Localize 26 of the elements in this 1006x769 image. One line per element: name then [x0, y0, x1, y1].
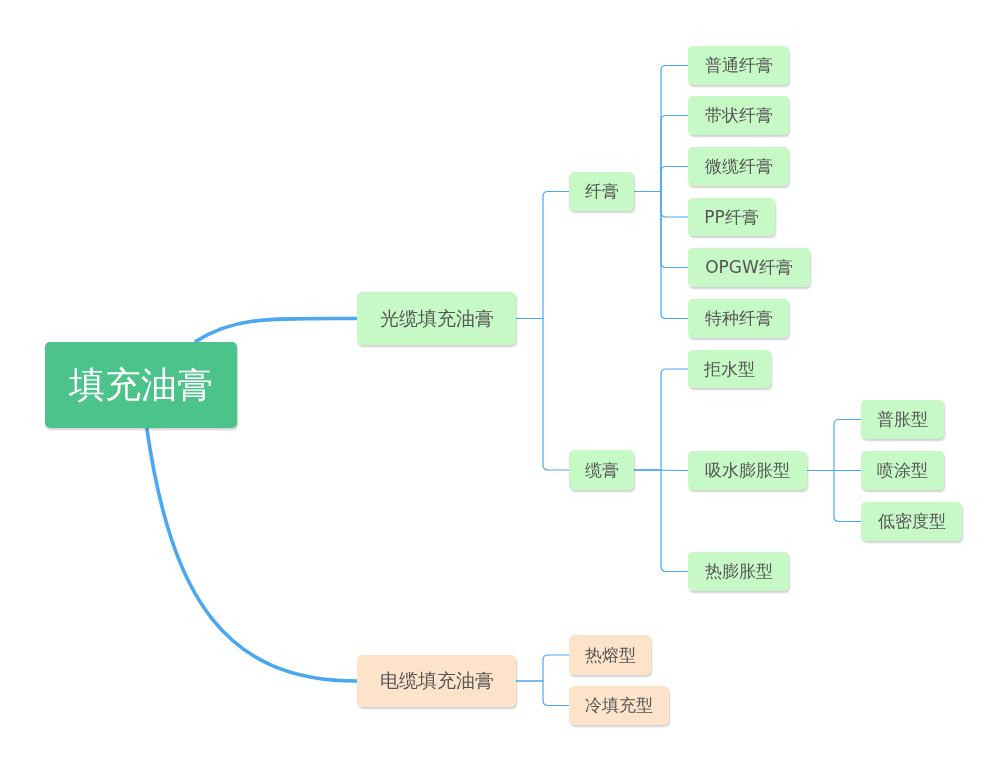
topic-box: OPGW纤膏	[688, 248, 810, 287]
topic-box: 喷涂型	[861, 451, 944, 490]
topic-box: 电缆填充油膏	[357, 655, 516, 707]
topic-box: 拒水型	[688, 350, 771, 388]
topic-box: 带状纤膏	[688, 96, 789, 135]
topic-box: 热膨胀型	[688, 552, 789, 591]
topic-box: 冷填充型	[569, 686, 669, 725]
connector-line	[515, 317, 570, 471]
central-topic-box: 填充油膏	[45, 342, 237, 428]
topic-box: 吸水膨胀型	[688, 451, 807, 490]
connector-line	[806, 469, 862, 523]
topic-box: 热熔型	[569, 635, 651, 675]
topic-box: 普胀型	[861, 400, 944, 439]
connector-line	[633, 469, 689, 573]
topic-box: 低密度型	[861, 502, 962, 541]
topic-box: PP纤膏	[688, 198, 775, 236]
connector-line	[515, 680, 570, 707]
topic-box: 特种纤膏	[688, 299, 789, 338]
topic-box: 缆膏	[569, 450, 634, 490]
connector-line	[633, 190, 689, 320]
connector-line	[193, 316, 357, 344]
topic-box: 微缆纤膏	[688, 147, 789, 186]
topic-box: 纤膏	[569, 172, 634, 211]
topic-box: 普通纤膏	[688, 46, 789, 85]
topic-box: 光缆填充油膏	[357, 292, 516, 345]
connector-line	[145, 427, 358, 683]
